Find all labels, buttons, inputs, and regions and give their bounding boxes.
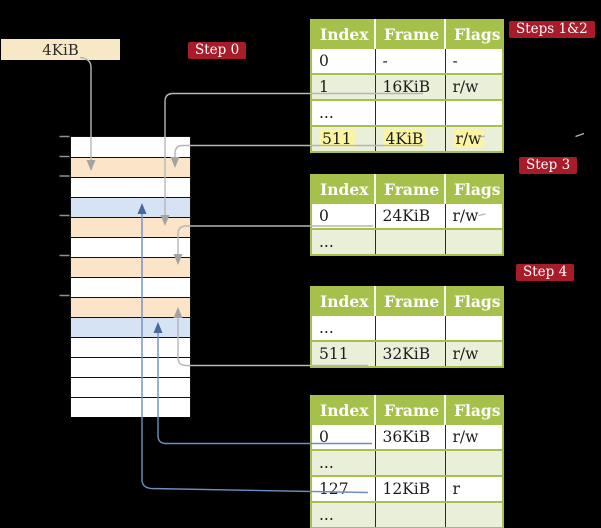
table-cell: ... <box>311 99 375 126</box>
table-cell: 0 <box>311 47 375 74</box>
table-cell: 36KiB <box>374 423 445 450</box>
column-header: Flags <box>444 20 503 48</box>
memory-frame-row-7-free <box>71 277 190 297</box>
column-header: Index <box>311 396 375 424</box>
table-cell: - <box>444 47 503 74</box>
step-3-badge: Step 3 <box>519 157 578 174</box>
table-cell: - <box>374 47 445 74</box>
table-row: ... <box>311 228 503 255</box>
column-header: Flags <box>444 287 503 315</box>
table-cell <box>444 99 503 126</box>
table-cell: r/w <box>444 340 503 367</box>
table-cell: 511 <box>311 340 375 367</box>
memory-frame-row-9-mapped <box>71 317 190 337</box>
column-header: Index <box>311 175 375 203</box>
table-row: 511 4KiB r/w <box>311 125 503 152</box>
column-header: Frame <box>374 287 445 315</box>
table-row: ... <box>311 501 503 528</box>
table-cell <box>444 228 503 255</box>
table-cell <box>444 449 503 476</box>
memory-frame-row-13-free <box>71 397 190 417</box>
table-cell: ... <box>311 314 375 341</box>
table-cell: 0 <box>311 423 375 450</box>
memory-frame-row-12-free <box>71 377 190 397</box>
table-cell: r/w <box>444 202 503 229</box>
table-row: ... <box>311 449 503 476</box>
table-cell <box>444 501 503 528</box>
memory-frame-row-11-free <box>71 357 190 377</box>
table-cell: 32KiB <box>374 340 445 367</box>
table-cell: ... <box>311 449 375 476</box>
table-cell: 16KiB <box>374 73 445 100</box>
memory-frame-row-1-table <box>71 157 190 177</box>
table-cell: 511 <box>311 125 375 152</box>
table-cell: 12KiB <box>374 475 445 502</box>
step-4-badge: Step 4 <box>516 264 575 281</box>
steps-1-2-badge: Steps 1&2 <box>509 21 595 38</box>
highlighted-value: r/w <box>452 130 485 148</box>
frame-boundary-ticks <box>59 135 70 297</box>
table-row: 0-- <box>311 47 503 74</box>
table-cell: ... <box>311 228 375 255</box>
table-cell <box>444 314 503 341</box>
table-cell: r <box>444 475 503 502</box>
table-cell: 4KiB <box>374 125 445 152</box>
table-cell: r/w <box>444 73 503 100</box>
table-row: ... <box>311 99 503 126</box>
column-header: Frame <box>374 396 445 424</box>
column-header: Index <box>311 287 375 315</box>
table-cell: 127 <box>311 475 375 502</box>
table-cell: ... <box>311 501 375 528</box>
physical-memory-stack <box>70 136 191 417</box>
table-cell <box>374 228 445 255</box>
table-cell: 0 <box>311 202 375 229</box>
memory-frame-row-6-table <box>71 257 190 277</box>
table-cell <box>374 99 445 126</box>
table-row: ... <box>311 314 503 341</box>
table-cell: 24KiB <box>374 202 445 229</box>
column-header: Frame <box>374 175 445 203</box>
step-0-badge: Step 0 <box>188 42 247 59</box>
column-header: Index <box>311 20 375 48</box>
highlighted-value: 4KiB <box>382 130 427 148</box>
memory-frame-row-3-mapped <box>71 197 190 217</box>
table-cell <box>374 314 445 341</box>
table-cell: r/w <box>444 125 503 152</box>
memory-frame-row-8-table <box>71 297 190 317</box>
memory-frame-row-10-free <box>71 337 190 357</box>
memory-frame-row-4-table <box>71 217 190 237</box>
memory-frame-row-5-free <box>71 237 190 257</box>
column-header: Flags <box>444 396 503 424</box>
memory-frame-row-2-free <box>71 177 190 197</box>
table-cell: r/w <box>444 423 503 450</box>
column-header: Flags <box>444 175 503 203</box>
memory-frame-row-0-free <box>71 137 190 157</box>
highlighted-value: 511 <box>319 130 355 148</box>
free-frame-address-box: 4KiB <box>1 39 120 60</box>
table-cell <box>374 449 445 476</box>
table-cell <box>374 501 445 528</box>
column-header: Frame <box>374 20 445 48</box>
table-cell: 1 <box>311 73 375 100</box>
